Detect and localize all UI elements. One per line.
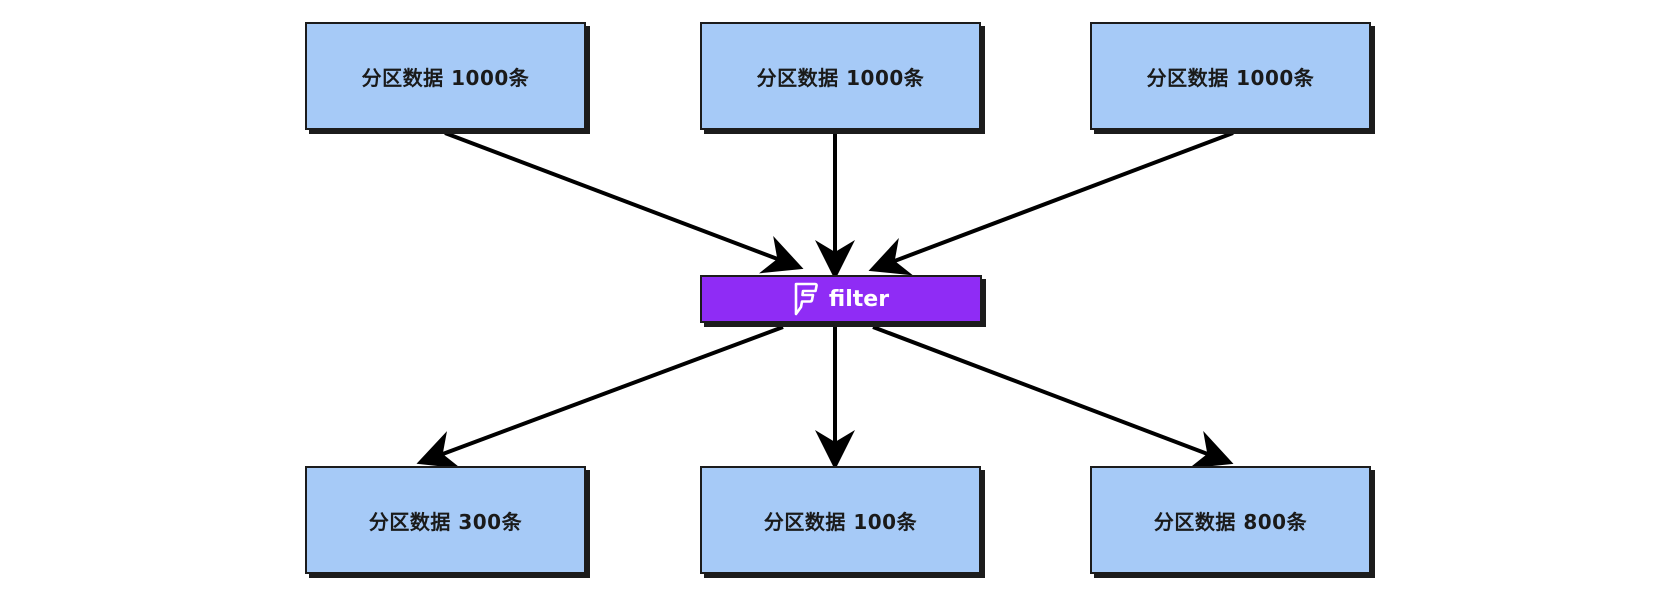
arrow-filter-to-output-3 xyxy=(872,325,1234,469)
source-partition-node-1: 分区数据 1000条 xyxy=(305,22,586,130)
output-partition-node-3: 分区数据 800条 xyxy=(1090,466,1371,574)
output-partition-label: 分区数据 300条 xyxy=(368,509,523,534)
source-partition-node-3: 分区数据 1000条 xyxy=(1090,22,1371,130)
source-partition-label: 分区数据 1000条 xyxy=(361,65,530,90)
filter-label: filter xyxy=(828,286,890,312)
source-partition-label: 分区数据 1000条 xyxy=(756,65,925,90)
output-partition-label: 分区数据 100条 xyxy=(763,509,918,534)
arrow-filter-to-output-1 xyxy=(416,325,784,469)
foursquare-f-icon xyxy=(794,282,818,316)
output-partition-node-1: 分区数据 300条 xyxy=(305,466,586,574)
source-partition-label: 分区数据 1000条 xyxy=(1146,65,1315,90)
arrow-source-1-to-filter xyxy=(444,131,804,274)
arrow-source-3-to-filter xyxy=(868,131,1234,276)
source-partition-node-2: 分区数据 1000条 xyxy=(700,22,981,130)
filter-node: filter xyxy=(700,275,982,323)
output-partition-node-2: 分区数据 100条 xyxy=(700,466,981,574)
output-partition-label: 分区数据 800条 xyxy=(1153,509,1308,534)
